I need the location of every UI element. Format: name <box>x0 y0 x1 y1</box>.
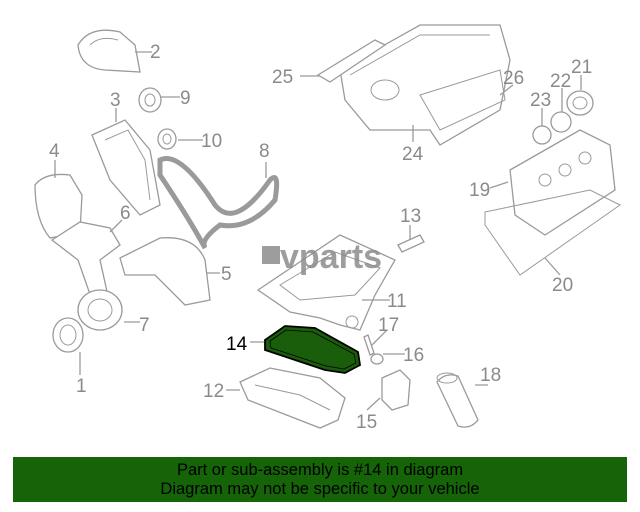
callout-20[interactable]: 20 <box>552 275 573 296</box>
callouts: 1 2 3 4 5 6 7 8 9 10 11 12 13 14 15 16 1… <box>49 42 592 433</box>
leader-lines <box>54 51 582 411</box>
part-3-timing-cover[interactable] <box>91 119 161 216</box>
part-14-oil-pan-gasket[interactable] <box>264 325 361 374</box>
callout-6[interactable]: 6 <box>120 203 131 224</box>
part-25-trim[interactable] <box>316 39 387 83</box>
part-2-timing-cover[interactable] <box>77 29 141 73</box>
part-23-seal[interactable] <box>532 125 552 145</box>
part-5-lower-cover[interactable] <box>119 237 211 306</box>
info-banner: Part or sub-assembly is #14 in diagram D… <box>13 457 627 502</box>
part-7-pulley[interactable] <box>77 289 123 331</box>
svg-text:vparts: vparts <box>280 238 382 276</box>
callout-24[interactable]: 24 <box>402 144 424 165</box>
callout-1[interactable]: 1 <box>76 376 87 397</box>
callout-4[interactable]: 4 <box>49 141 60 162</box>
callout-26[interactable]: 26 <box>503 68 524 89</box>
part-12-lower-pan[interactable] <box>239 367 346 429</box>
callout-2[interactable]: 2 <box>150 42 161 63</box>
part-1-seal[interactable] <box>52 317 84 353</box>
part-6-bracket[interactable] <box>50 221 121 306</box>
callout-17[interactable]: 17 <box>378 315 399 336</box>
part-17-bolt[interactable] <box>363 334 375 356</box>
callout-5[interactable]: 5 <box>221 264 232 285</box>
callout-7[interactable]: 7 <box>139 315 150 336</box>
callout-12[interactable]: 12 <box>203 381 224 402</box>
callout-25[interactable]: 25 <box>272 67 293 88</box>
callout-11[interactable]: 11 <box>387 291 407 312</box>
part-8-timing-belt[interactable] <box>157 156 280 250</box>
callout-19[interactable]: 19 <box>469 180 490 201</box>
callout-23[interactable]: 23 <box>530 90 551 111</box>
callout-14[interactable]: 14 <box>226 334 248 355</box>
callout-13[interactable]: 13 <box>400 206 421 227</box>
part-16-washer[interactable] <box>370 353 384 365</box>
vparts-logo: vparts <box>262 238 382 276</box>
part-20-gasket[interactable] <box>484 189 621 276</box>
part-21-cap[interactable] <box>566 90 594 116</box>
part-4-cover[interactable] <box>34 173 83 239</box>
banner-line-part: Part or sub-assembly is #14 in diagram <box>176 461 464 479</box>
callout-10[interactable]: 10 <box>201 131 222 152</box>
part-26-engine-cover[interactable] <box>339 24 511 146</box>
part-11-oil-pan-upper[interactable] <box>256 234 396 331</box>
part-18-oil-filter[interactable] <box>436 372 479 428</box>
callout-21[interactable]: 21 <box>571 57 592 78</box>
callout-15[interactable]: 15 <box>356 412 377 433</box>
callout-3[interactable]: 3 <box>110 90 121 111</box>
callout-22[interactable]: 22 <box>550 71 571 92</box>
part-22-seal[interactable] <box>550 111 572 133</box>
part-13-sensor[interactable] <box>397 234 425 253</box>
callout-16[interactable]: 16 <box>403 345 424 366</box>
part-15-mount[interactable] <box>381 369 411 411</box>
callout-9[interactable]: 9 <box>180 88 191 109</box>
callout-8[interactable]: 8 <box>259 141 270 162</box>
part-9-pulley[interactable] <box>138 87 162 113</box>
part-19-valve-cover[interactable] <box>509 129 616 236</box>
banner-line-disclaimer: Diagram may not be specific to your vehi… <box>160 480 480 498</box>
callout-18[interactable]: 18 <box>480 365 501 386</box>
part-10-seal[interactable] <box>157 128 177 150</box>
